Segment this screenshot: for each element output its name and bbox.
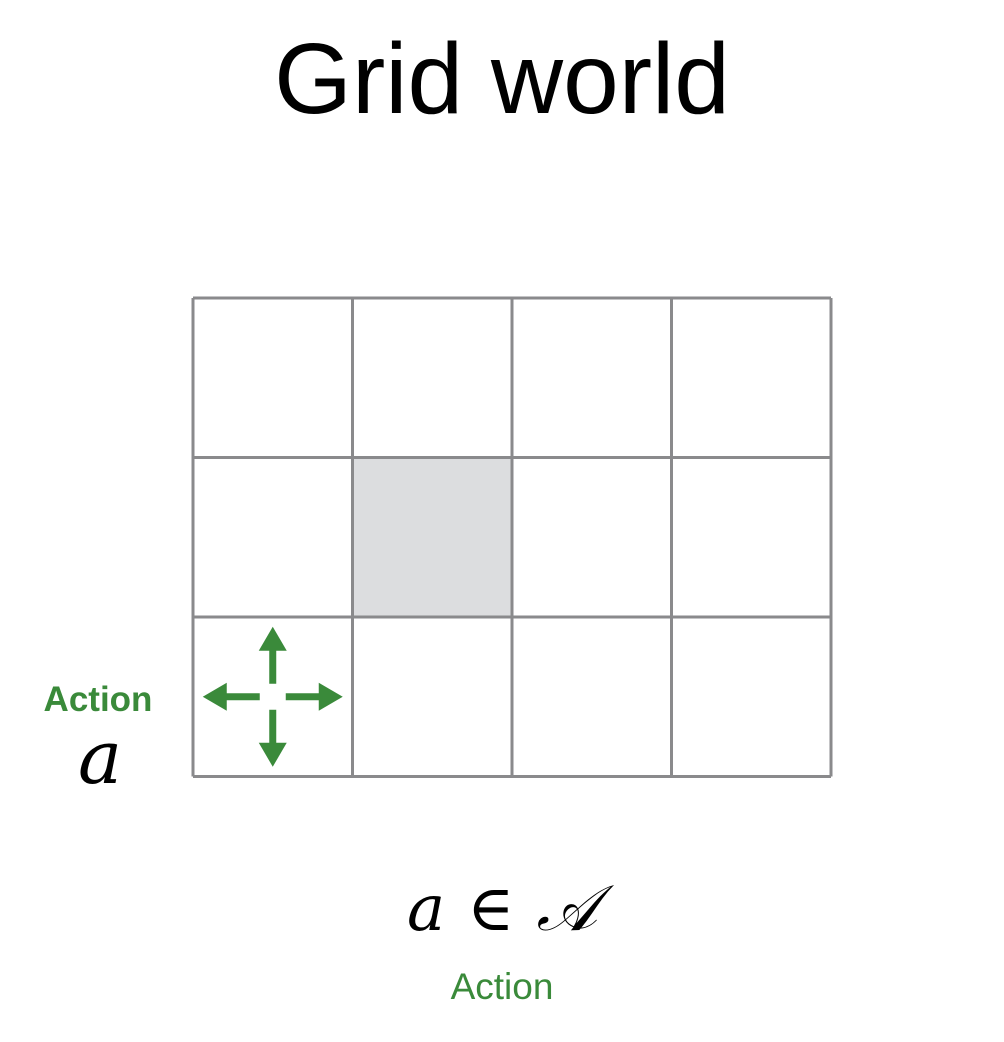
arrow-left-icon	[202, 682, 260, 711]
arrow-head	[202, 682, 227, 711]
grid-cell-blocked	[352, 457, 512, 617]
arrow-up-icon	[258, 626, 287, 684]
action-set-formula: a ∈ 𝒜	[0, 872, 1004, 946]
grid-cell	[671, 457, 831, 617]
grid-cell	[671, 298, 831, 458]
action-arrows-icon	[202, 626, 343, 767]
arrow-down-icon	[258, 709, 287, 767]
formula-element-of: ∈	[467, 872, 515, 946]
grid-cell	[193, 457, 353, 617]
diagram-title: Grid world	[274, 23, 730, 135]
formula-caption: Action	[450, 966, 554, 1007]
formula-action-set: 𝒜	[536, 872, 598, 946]
arrow-head	[258, 742, 287, 767]
grid-cell	[671, 617, 831, 777]
grid-lines	[191, 296, 833, 778]
arrow-head	[318, 682, 343, 711]
grid-cells	[193, 298, 831, 777]
action-label: Action	[43, 680, 153, 719]
grid-cell	[352, 617, 512, 777]
arrow-right-icon	[285, 682, 343, 711]
grid-cell	[193, 298, 353, 458]
arrow-head	[258, 626, 287, 651]
grid-cell	[512, 457, 672, 617]
action-symbol: a	[77, 715, 123, 801]
formula-variable: a	[406, 872, 446, 946]
grid-cell	[512, 617, 672, 777]
grid-cell	[512, 298, 672, 458]
grid-cell	[352, 298, 512, 458]
